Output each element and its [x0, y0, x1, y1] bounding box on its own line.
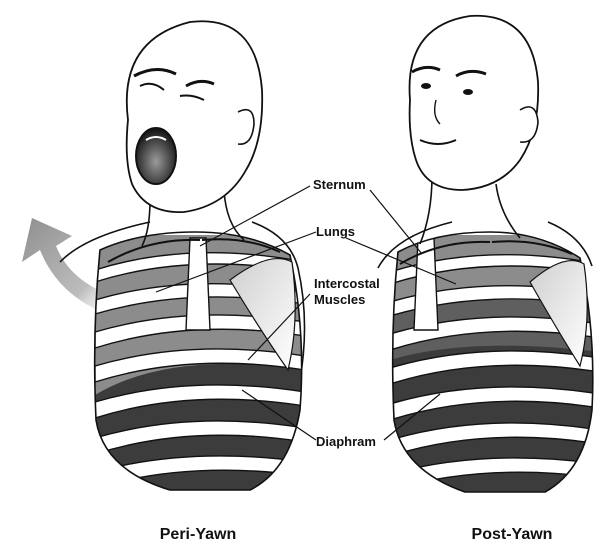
caption-post-yawn: Post-Yawn	[472, 526, 553, 543]
label-diaphragm: Diaphram	[316, 434, 376, 449]
sternum-leader-right	[370, 190, 422, 254]
label-sternum: Sternum	[313, 177, 366, 192]
post-yawn-figure	[378, 16, 595, 497]
post-yawn-eye-left	[421, 83, 431, 89]
peri-yawn-figure	[22, 21, 305, 495]
label-intercostal-line2: Muscles	[314, 292, 365, 307]
post-yawn-eye-right	[463, 89, 473, 95]
peri-yawn-head	[127, 21, 263, 212]
caption-peri-yawn: Peri-Yawn	[160, 526, 236, 543]
label-intercostal-line1: Intercostal	[314, 276, 380, 291]
post-yawn-ear	[520, 107, 538, 142]
post-yawn-head	[410, 16, 539, 190]
label-lungs: Lungs	[316, 224, 355, 239]
peri-yawn-sternum	[186, 238, 210, 330]
